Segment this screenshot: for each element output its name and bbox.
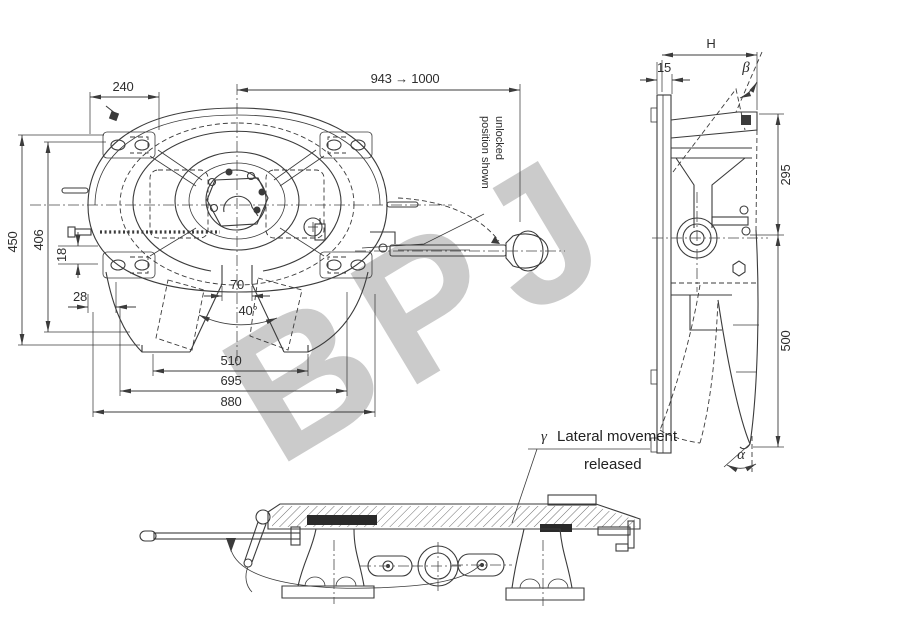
gamma-label: γ: [541, 429, 548, 445]
top-clip: [105, 105, 120, 122]
section-handle: [139, 526, 483, 589]
left-pin: [61, 187, 89, 194]
dim-943-1000-label: 943 → 1000: [371, 71, 440, 86]
right-pedestal: [505, 528, 585, 606]
lateral-movement-annotation: γ Lateral movement released: [511, 428, 678, 524]
left-bolt: [67, 226, 92, 238]
pivot-bearing: [652, 192, 768, 292]
side-dimensions: H 15 β 295 500 α: [640, 36, 793, 473]
side-horn: [659, 229, 759, 450]
release-handle: [314, 197, 549, 272]
left-pedestal: [281, 528, 375, 604]
dim-28-label: 28: [73, 289, 87, 304]
section-top-plate: [243, 494, 641, 593]
angle-alpha-label: α: [737, 447, 746, 463]
unlocked-note-line1: unlocked: [493, 116, 505, 160]
dim-70-label: 70: [230, 277, 244, 292]
dim-510-label: 510: [220, 353, 241, 368]
dim-240-label: 240: [112, 79, 133, 94]
released-label: released: [584, 456, 642, 473]
right-pin: [386, 201, 419, 208]
dim-450-label: 450: [5, 231, 20, 252]
dim-500-label: 500: [778, 330, 793, 351]
dim-295-label: 295: [778, 164, 793, 185]
angle-beta-label: β: [741, 60, 750, 76]
mounting-ears: [102, 131, 373, 279]
section-view: [139, 494, 641, 606]
kingpin-lock: [205, 168, 269, 231]
angle-40-label: 40°: [238, 303, 257, 318]
unlocked-note-line2: position shown: [479, 116, 491, 189]
dim-406-label: 406: [31, 229, 46, 250]
lateral-movement-label: Lateral movement: [557, 428, 678, 445]
dim-15-label: 15: [657, 60, 671, 75]
dim-695-label: 695: [220, 373, 241, 388]
dim-H-label: H: [706, 36, 715, 51]
plan-view: unlocked position shown 240 943 → 1000 4…: [5, 71, 565, 417]
dim-880-label: 880: [220, 394, 241, 409]
plan-dimensions: 240 943 → 1000 450 406 18 28: [5, 71, 521, 417]
dim-18-label: 18: [54, 248, 69, 262]
section-center: [360, 542, 512, 592]
plus-mark: [303, 217, 323, 237]
unlocked-note: unlocked position shown: [361, 116, 505, 249]
side-view: H 15 β 295 500 α: [640, 36, 793, 473]
